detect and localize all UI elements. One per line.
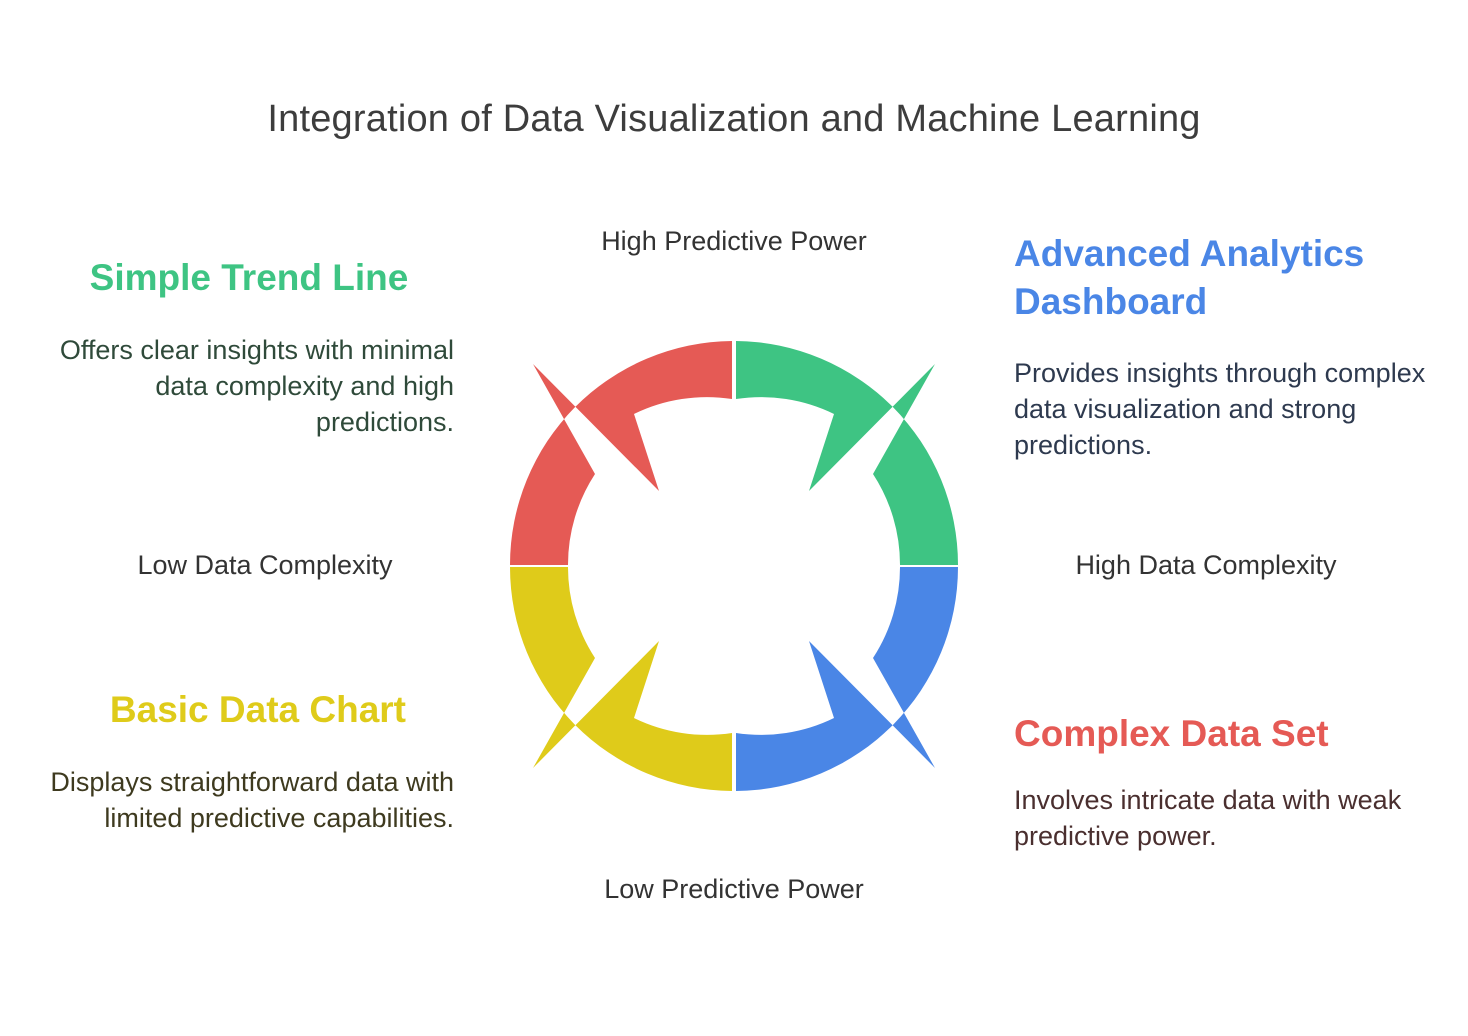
quadrant-top-right-heading: Advanced Analytics Dashboard — [1014, 233, 1365, 322]
quadrant-bottom-right-heading: Complex Data Set — [1014, 713, 1329, 754]
quadrant-bottom-left-description: Displays straightforward data with limit… — [50, 767, 454, 833]
quadrant-top-left-description: Offers clear insights with minimal data … — [59, 335, 454, 437]
axis-label-high-predictive-power: High Predictive Power — [601, 226, 867, 256]
quadrant-top-right-description: Provides insights through complex data v… — [1014, 358, 1426, 460]
axis-label-high-data-complexity: High Data Complexity — [1075, 550, 1337, 580]
diagram-title: Integration of Data Visualization and Ma… — [267, 98, 1201, 140]
cycle-segment-top-right — [736, 341, 958, 565]
cycle-diagram — [510, 341, 958, 791]
cycle-segment-top-left — [510, 341, 732, 565]
cycle-segment-bottom-left — [510, 567, 732, 791]
cycle-segment-bottom-right — [736, 567, 958, 791]
axis-label-low-data-complexity: Low Data Complexity — [137, 550, 393, 580]
axis-label-low-predictive-power: Low Predictive Power — [604, 874, 864, 904]
quadrant-top-left-heading: Simple Trend Line — [89, 257, 409, 298]
quadrant-bottom-right-description: Involves intricate data with weak predic… — [1014, 785, 1402, 851]
quadrant-bottom-left-heading: Basic Data Chart — [109, 689, 406, 730]
